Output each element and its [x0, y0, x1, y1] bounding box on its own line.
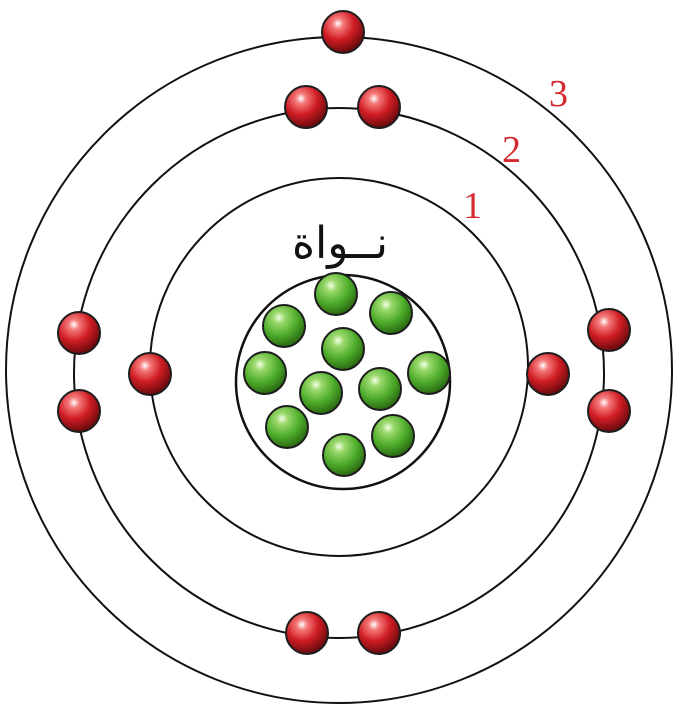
- shell-label-3: 3: [549, 73, 568, 115]
- proton: [265, 405, 309, 449]
- proton: [299, 371, 343, 415]
- electron-shell-2-left-lower: [57, 389, 101, 433]
- electron-shell-2-top-left: [284, 85, 328, 129]
- proton: [243, 351, 287, 395]
- electron-shell-1-left: [128, 352, 172, 396]
- proton: [314, 272, 358, 316]
- shell-label-1: 1: [463, 185, 482, 227]
- electron-shell-2-right-upper: [587, 308, 631, 352]
- proton: [321, 327, 365, 371]
- electron-shell-3-top: [321, 10, 365, 54]
- proton: [407, 351, 451, 395]
- electron-shell-2-top-right: [357, 85, 401, 129]
- proton: [322, 433, 366, 477]
- electron-shell-2-bottom-right: [357, 611, 401, 655]
- electron-shell-2-left-upper: [57, 311, 101, 355]
- electron-shell-1-right: [526, 352, 570, 396]
- proton: [369, 291, 413, 335]
- nucleus-particles: [243, 272, 451, 477]
- electron-shell-2-right-lower: [587, 389, 631, 433]
- proton: [358, 367, 402, 411]
- electron-shell-2-bottom-left: [285, 611, 329, 655]
- nucleus-label: نــواة: [292, 218, 388, 269]
- shell-2-orbit: [73, 107, 605, 639]
- proton: [371, 414, 415, 458]
- shell-label-2: 2: [502, 129, 521, 171]
- proton: [262, 304, 306, 348]
